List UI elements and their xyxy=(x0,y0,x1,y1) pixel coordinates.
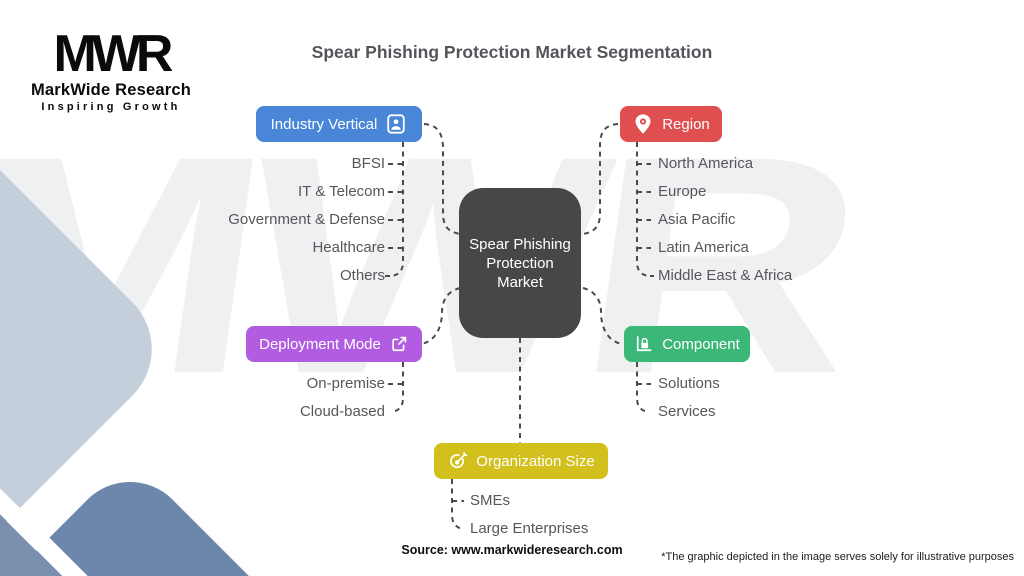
page-title: Spear Phishing Protection Market Segment… xyxy=(311,42,713,62)
list-item: Large Enterprises xyxy=(470,520,589,537)
branch-industry-vertical: Industry Vertical xyxy=(256,106,422,142)
lock-chart-icon xyxy=(634,334,654,354)
list-item: North America xyxy=(658,155,754,172)
center-node: Spear Phishing Protection Market xyxy=(459,188,581,338)
industry-vertical-items: BFSI IT & Telecom Government & Defense H… xyxy=(228,150,385,290)
list-item: BFSI xyxy=(351,155,385,172)
logo-acronym: MWR xyxy=(53,25,174,83)
list-item: Government & Defense xyxy=(228,211,385,228)
list-item: Asia Pacific xyxy=(658,211,736,228)
region-items: North America Europe Asia Pacific Latin … xyxy=(658,150,792,290)
organization-size-items: SMEs Large Enterprises xyxy=(470,487,588,543)
branch-region-label: Region xyxy=(662,115,710,133)
map-pin-icon xyxy=(632,113,654,135)
branch-organization-size: Organization Size xyxy=(434,443,608,479)
list-item: On-premise xyxy=(306,375,385,392)
logo-name: MarkWide Research xyxy=(30,81,192,100)
branch-deployment-mode: Deployment Mode xyxy=(246,326,422,362)
branch-deployment-mode-label: Deployment Mode xyxy=(259,335,381,353)
target-arrow-icon xyxy=(447,451,468,472)
branch-component: Component xyxy=(624,326,750,362)
branch-industry-vertical-label: Industry Vertical xyxy=(270,115,378,133)
branch-organization-size-label: Organization Size xyxy=(476,452,595,470)
export-arrow-icon xyxy=(389,334,409,354)
markwide-logo: MWR MarkWide Research Inspiring Growth xyxy=(28,25,194,114)
list-item: SMEs xyxy=(470,492,511,509)
list-item: Healthcare xyxy=(312,239,385,256)
disclaimer-note: *The graphic depicted in the image serve… xyxy=(661,551,1014,563)
branch-region: Region xyxy=(620,106,722,142)
branch-component-label: Component xyxy=(662,335,740,353)
list-item: Middle East & Africa xyxy=(658,267,793,284)
person-badge-icon xyxy=(385,113,407,135)
list-item: Solutions xyxy=(658,375,720,392)
list-item: Europe xyxy=(658,183,707,200)
list-item: Latin America xyxy=(658,239,749,256)
source-line: Source: www.markwideresearch.com xyxy=(401,543,623,557)
list-item: Services xyxy=(658,403,716,420)
list-item: Others xyxy=(339,267,385,284)
logo-tagline: Inspiring Growth xyxy=(41,101,181,114)
list-item: Cloud-based xyxy=(299,403,385,420)
center-node-label: Spear Phishing Protection Market xyxy=(469,235,571,291)
component-items: Solutions Services xyxy=(658,370,720,426)
list-item: IT & Telecom xyxy=(298,183,385,200)
deployment-mode-items: On-premise Cloud-based xyxy=(300,370,385,426)
